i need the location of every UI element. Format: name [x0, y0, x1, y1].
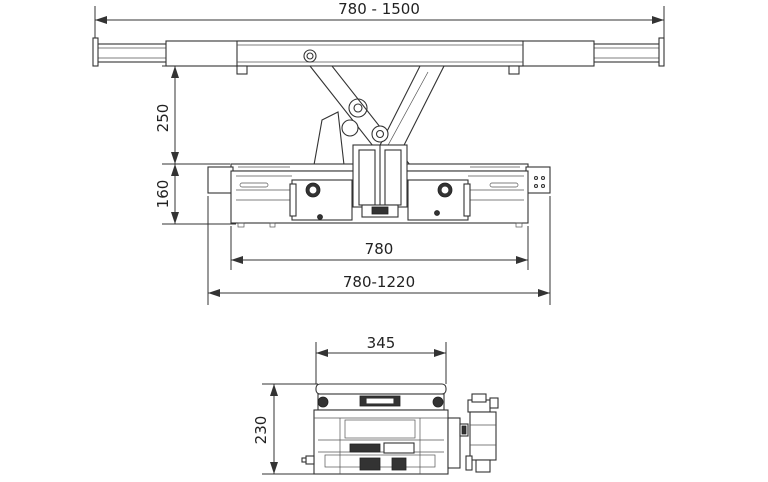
side-height-label: 230: [252, 416, 270, 445]
dimension-inner-width: 780: [230, 226, 529, 270]
base-carriage: [207, 144, 551, 228]
lift-height-label: 250: [154, 104, 172, 133]
dimension-side-height: 230: [252, 383, 318, 475]
side-width-label: 345: [367, 334, 396, 352]
inner-width-label: 780: [365, 240, 394, 258]
top-beam: [92, 37, 665, 75]
side-view: [301, 383, 499, 475]
dimension-top-width: 780 - 1500: [94, 0, 665, 40]
base-height-label: 160: [154, 180, 172, 209]
dimension-side-width: 345: [315, 334, 447, 384]
dimension-lift-height: 250: [154, 65, 236, 164]
outer-width-label: 780-1220: [343, 273, 415, 291]
dimension-base-height: 160: [154, 163, 236, 225]
dimension-outer-width: 780-1220: [207, 196, 551, 305]
top-width-label: 780 - 1500: [338, 0, 420, 18]
